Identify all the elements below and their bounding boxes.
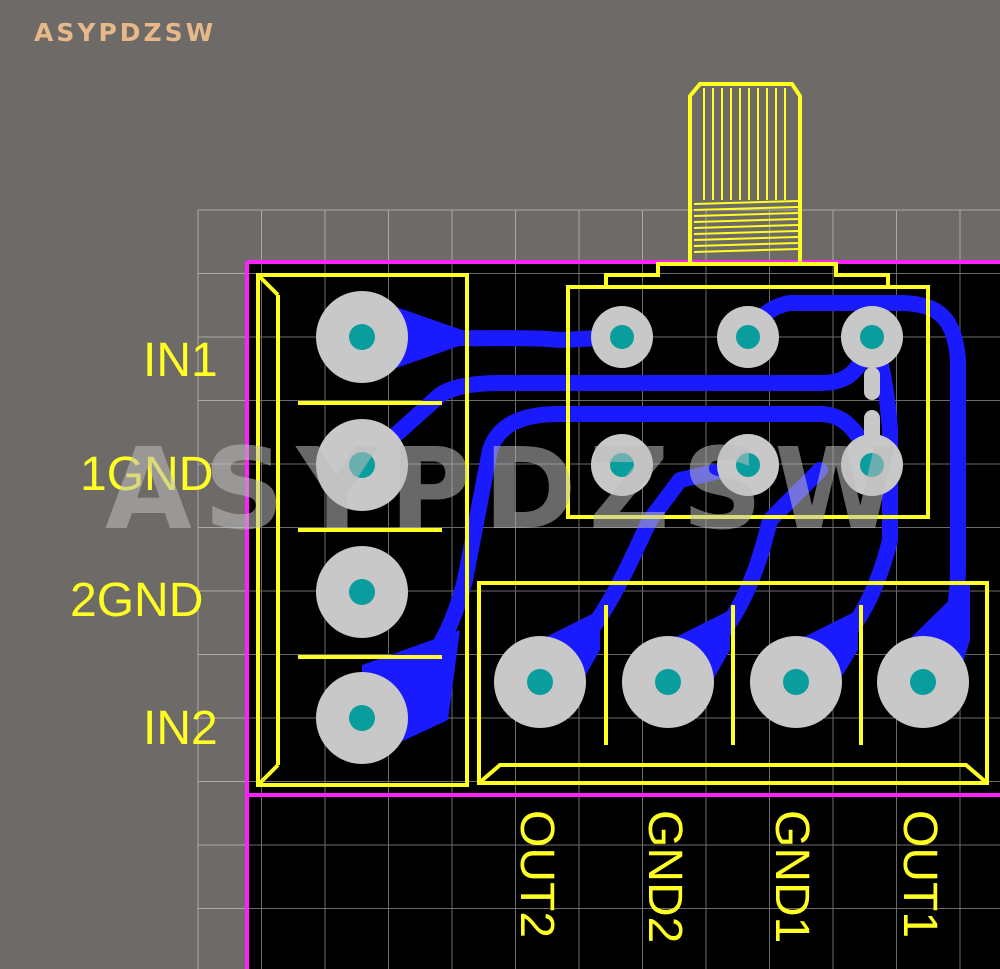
silkscreen	[256, 82, 989, 787]
label-1gnd: 1GND	[80, 448, 214, 501]
label-2gnd: 2GND	[70, 574, 204, 627]
pad-2gnd	[316, 546, 408, 638]
pot-pad	[841, 434, 903, 496]
pad-1gnd	[316, 419, 408, 511]
brand-logo-text: ASYPDZSW	[34, 18, 217, 47]
pad-out1	[877, 636, 969, 728]
label-gnd2: GND2	[638, 810, 691, 944]
label-in2: IN2	[143, 702, 218, 755]
pad-out2	[494, 636, 586, 728]
board-outline	[245, 260, 1000, 969]
label-out2: OUT2	[510, 810, 563, 939]
pad-in2	[316, 672, 408, 764]
label-out1: OUT1	[893, 810, 946, 939]
pad-gnd1	[750, 636, 842, 728]
pot-pad	[841, 306, 903, 368]
pad-gnd2	[622, 636, 714, 728]
pad-in1	[316, 291, 408, 383]
pot-pad	[591, 434, 653, 496]
label-in1: IN1	[143, 334, 218, 387]
pot-pad	[717, 434, 779, 496]
pot-pad	[591, 306, 653, 368]
pads	[316, 291, 969, 764]
pot-pad	[717, 306, 779, 368]
label-gnd1: GND1	[765, 810, 818, 944]
shaft-knurl	[693, 88, 799, 253]
